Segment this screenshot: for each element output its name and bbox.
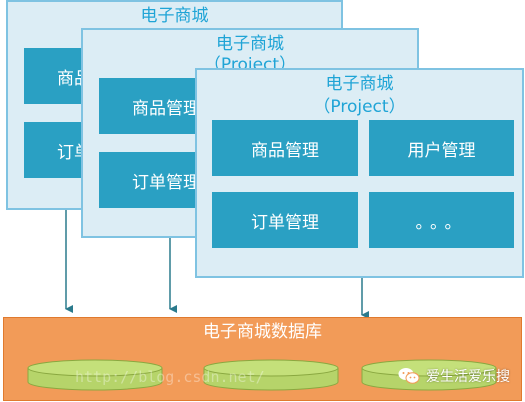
panel-2-module-order: 订单管理 [99,152,209,208]
wechat-icon [398,368,420,384]
project-panel-3: 电子商城 （Project） 商品管理 用户管理 订单管理 。。。 [195,68,524,278]
panel-2-title: 电子商城 [216,34,284,54]
wechat-label: 爱生活爱乐搜 [426,369,510,385]
panel-3-module-more: 。。。 [369,192,514,248]
database-cylinder-2 [203,359,339,391]
panel-3-module-product: 商品管理 [212,120,358,176]
watermark-url: http://blog.csdn.net/ [75,368,265,386]
panel-3-subtitle: （Project） [313,97,406,117]
database-title: 电子商城数据库 [203,322,322,342]
panel-2-module-product: 商品管理 [99,78,209,134]
database-cylinder-1 [27,359,163,391]
database-cylinders [27,359,497,391]
panel-1-title: 电子商城 [140,6,209,26]
panel-3-module-user: 用户管理 [369,120,514,176]
panel-3-module-order: 订单管理 [212,192,358,248]
panel-3-title: 电子商城 [325,74,394,94]
database-cylinder-3 [361,359,497,391]
shared-database: 电子商城数据库 [3,317,522,401]
wechat-badge: 爱生活爱乐搜 [398,366,510,386]
